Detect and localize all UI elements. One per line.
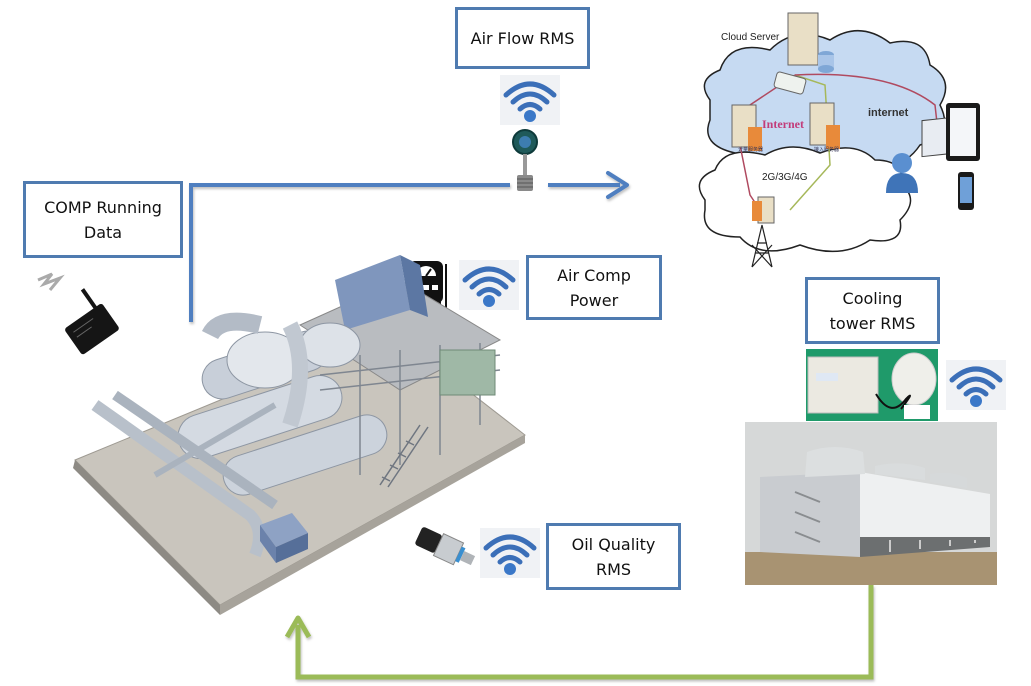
mobile-network-cloud	[698, 146, 912, 253]
mobile-network-label: 2G/3G/4G	[762, 172, 808, 183]
oil-quality-rms-label: Oil Quality RMS	[546, 523, 681, 590]
server-left-caption: 计量服务器	[738, 147, 764, 153]
data-flow-arrow	[189, 171, 629, 322]
internet-inner-label: Internet	[762, 117, 804, 131]
wifi-icon	[500, 75, 560, 125]
internet-outer-label: internet	[868, 107, 909, 119]
wifi-icon	[480, 528, 540, 578]
air-comp-power-label: Air Comp Power	[526, 255, 662, 320]
flow-meter-icon	[512, 129, 538, 191]
wifi-icon	[459, 260, 519, 310]
cooling-tower-rms-label: Cooling tower RMS	[805, 277, 940, 344]
cooling-tower-rms-device-image	[806, 349, 938, 421]
cloud-network-diagram	[698, 12, 980, 268]
comp-running-data-label: COMP Running Data	[23, 181, 183, 258]
return-arrow	[284, 585, 874, 680]
cooling-tower-image	[745, 422, 997, 585]
oil-sensor-icon	[415, 527, 476, 566]
wifi-icon	[946, 360, 1006, 410]
compressor-plant-image	[73, 255, 526, 615]
cloud-server-label: Cloud Server	[721, 32, 780, 43]
air-flow-rms-label: Air Flow RMS	[455, 7, 590, 69]
server-right-caption: 接入服务器	[814, 147, 840, 153]
gsm-gateway-icon	[37, 272, 119, 355]
